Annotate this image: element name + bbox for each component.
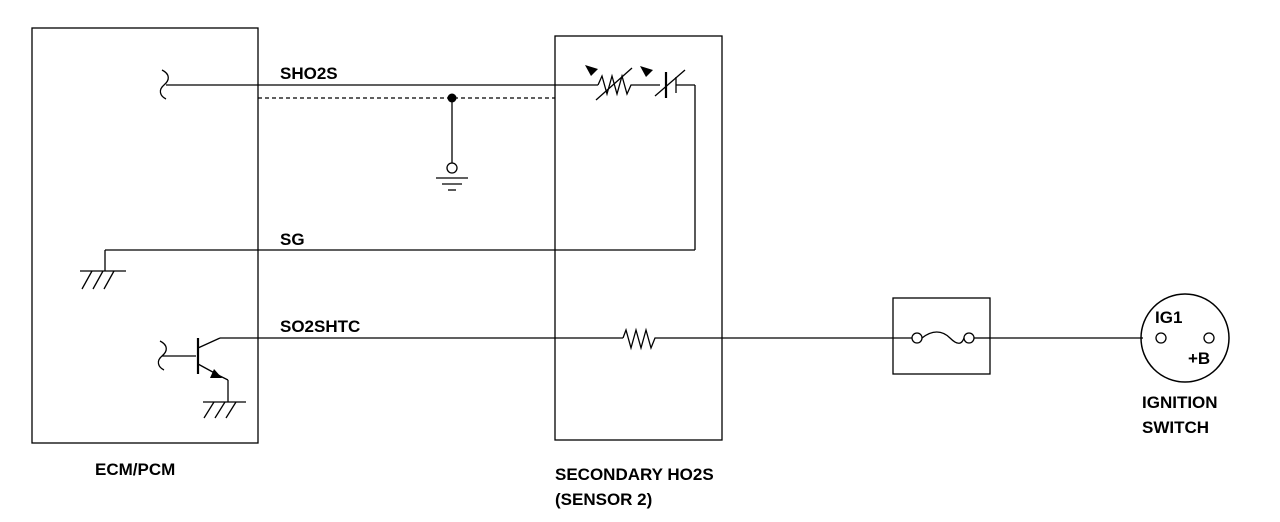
- transistor-icon: [196, 337, 229, 402]
- sensor-label-line1: SECONDARY HO2S: [555, 465, 714, 484]
- sg-wire: [80, 249, 695, 290]
- fuse-icon: [893, 331, 990, 344]
- so2shtc-wire: [157, 327, 1143, 419]
- sensor-variable-resistor-icon: [585, 65, 660, 101]
- transistor-ground-icon: [203, 401, 246, 419]
- sho2s-wire: [159, 69, 598, 191]
- ecm-pcm-box: [31, 27, 259, 444]
- sensor-label-line2: (SENSOR 2): [555, 490, 652, 509]
- secondary-ho2s-box: [554, 35, 723, 441]
- wire-label-sg: SG: [280, 230, 305, 249]
- fuse-box: [892, 297, 991, 375]
- wire-label-sho2s: SHO2S: [280, 64, 338, 83]
- ecm-pcm-label: ECM/PCM: [95, 460, 175, 479]
- heater-resistor-icon: [622, 327, 893, 351]
- sensor-variable-cell-icon: [640, 66, 695, 98]
- ignition-pin-b: +B: [1188, 349, 1210, 368]
- wire-label-so2shtc: SO2SHTC: [280, 317, 360, 336]
- ignition-switch-icon: [1140, 293, 1230, 383]
- ignition-pin-ig1: IG1: [1155, 308, 1182, 327]
- ignition-label-line2: SWITCH: [1142, 418, 1209, 437]
- ecm-connector-sho2s: [159, 69, 169, 100]
- ecm-ground-icon: [80, 270, 126, 290]
- shield-ground-icon: [436, 177, 468, 191]
- ignition-label-line1: IGNITION: [1142, 393, 1218, 412]
- shield-terminal: [446, 162, 458, 174]
